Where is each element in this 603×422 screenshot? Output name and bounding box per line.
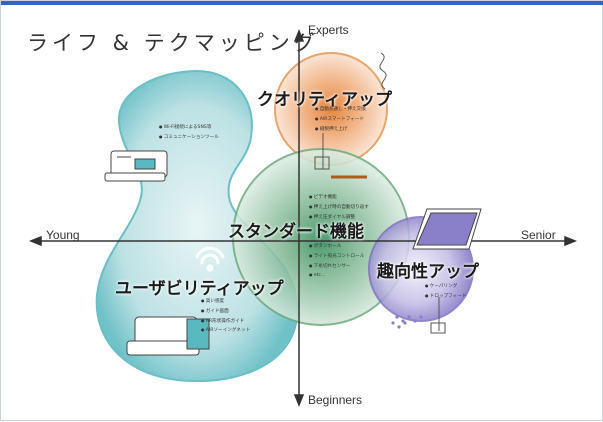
tablet-icon — [412, 208, 482, 250]
feature-item: AIRスマートフィード — [315, 115, 366, 125]
feature-item: 押え上げ時の自動切り返す — [309, 203, 369, 213]
feature-item: ライト照光コントロール — [309, 252, 365, 262]
axes — [28, 28, 578, 408]
feature-list-young: Wi-Fi接続によるSNS等 コミュニケーションツール — [159, 123, 219, 143]
feature-item: 押え圧ダイヤル調整 — [309, 213, 369, 223]
feature-item: ボタンホール — [309, 242, 364, 252]
feature-item: 高い感度 — [201, 297, 250, 307]
feature-item: ドロップフィード — [425, 292, 467, 302]
feature-item: Wi-Fi接続によるSNS等 — [159, 123, 219, 133]
feature-item: コミュニケーションツール — [159, 133, 219, 143]
feature-item: AIRソーイングネット — [201, 326, 250, 336]
axis-label-left: Young — [46, 228, 80, 242]
diagram-title: ライフ & テクマッピング — [27, 31, 319, 55]
region-title-usability: ユーザビリティアップ — [115, 279, 284, 299]
feature-list-usability: 高い感度 ガイド画面 AR形状操作ガイド AIRソーイングネット — [201, 297, 250, 336]
sewing-machine-icon — [104, 150, 168, 182]
feature-list-hobby: ケーパリング ドロップフィード — [425, 282, 467, 302]
feature-item: 自動糸通し・押え交換 — [315, 105, 366, 115]
presser-foot-icon — [314, 52, 387, 179]
feature-list-standard-top: ビデオ機能 押え上げ時の自動切り返す 押え圧ダイヤル調整 — [309, 193, 369, 222]
feature-item: ビデオ機能 — [309, 193, 369, 203]
region-title-standard: スタンダード機能 — [228, 222, 364, 242]
feature-item: AR形状操作ガイド — [201, 317, 250, 327]
axis-label-right: Senior — [521, 228, 556, 242]
computer-sewing-machine-icon — [126, 316, 210, 356]
feature-item: 縫製押え上げ — [315, 125, 366, 135]
feature-item: ガイド画面 — [201, 307, 250, 317]
axis-label-top: Experts — [308, 23, 349, 37]
feature-item: etc... — [309, 271, 364, 281]
feature-item: 下糸切れセンサー — [309, 262, 364, 272]
presser-foot-icon-2 — [430, 297, 446, 334]
region-title-hobby: 趣向性アップ — [377, 262, 479, 282]
wifi-icon — [195, 246, 225, 272]
accent-bar — [1, 1, 603, 5]
stitch-pattern-icon — [391, 315, 423, 329]
feature-list-standard-bottom: ボタンホール ライト照光コントロール 下糸切れセンサー etc... — [309, 242, 365, 281]
axis-label-bottom: Beginners — [308, 393, 363, 407]
feature-item: ケーパリング — [425, 282, 466, 292]
feature-list-quality: 自動糸通し・押え交換 AIRスマートフィード 縫製押え上げ — [315, 105, 366, 134]
